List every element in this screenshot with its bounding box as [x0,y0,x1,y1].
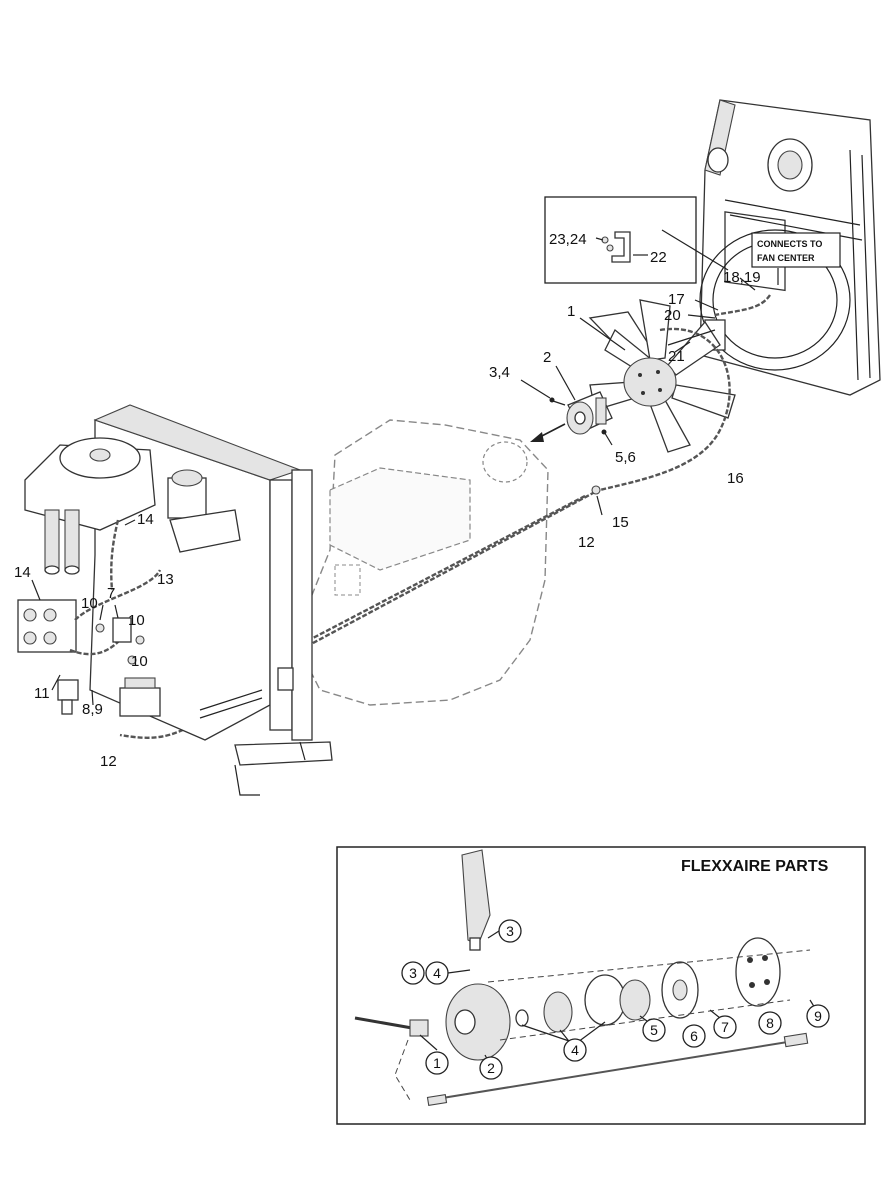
leader-lines [31,277,756,706]
callout-16: 16 [727,470,744,487]
callout-14-lower: 14 [14,564,31,581]
direction-arrow [530,423,566,442]
circled-8: 8 [766,1015,774,1031]
circled-label-7: 7 [713,1015,737,1039]
panel-title: FLEXXAIRE PARTS [681,858,829,875]
callout-8-9: 8,9 [82,701,103,718]
fan [588,299,736,453]
engine [304,419,549,706]
callout-23-24: 23,24 [549,231,587,248]
circled-label-1: 1 [425,1051,449,1075]
breather [167,469,241,553]
relief-valve [95,617,145,665]
callout-5-6: 5,6 [615,449,636,466]
circled-label-3-upper: 3 [498,919,522,943]
circled-label-4: 4 [563,1038,587,1062]
callout-7: 7 [107,585,115,602]
circled-3-upper: 3 [506,923,514,939]
circled-4-left: 4 [433,965,441,981]
circled-4: 4 [571,1042,579,1058]
callout-10-lower: 10 [131,653,148,670]
control-valve [17,599,79,715]
flexxaire-panel: FLEXXAIRE PARTS [336,846,866,1125]
circled-9: 9 [814,1008,822,1024]
note-line-2: FAN CENTER [757,253,815,263]
callout-13: 13 [157,571,174,588]
callout-18-19: 18,19 [723,269,761,286]
fan-hub [566,391,613,435]
callout-labels: 1 2 3,4 5,6 16 15 12 12 23,24 22 18,19 1… [14,231,761,770]
circled-label-6: 6 [682,1024,706,1048]
callout-21: 21 [668,348,685,365]
note-box: CONNECTS TO FAN CENTER [751,232,841,268]
circled-label-9: 9 [806,1004,830,1028]
circled-1: 1 [433,1055,441,1071]
circled-label-4-left: 4 [425,961,449,985]
callout-22: 22 [650,249,667,266]
callout-15: 15 [612,514,629,531]
circled-6: 6 [690,1028,698,1044]
callout-10-left: 10 [81,595,98,612]
circled-label-8: 8 [758,1011,782,1035]
callout-20: 20 [664,307,681,324]
circled-2: 2 [487,1060,495,1076]
note-line-1: CONNECTS TO [757,239,822,249]
callout-11: 11 [34,685,50,702]
callout-1: 1 [567,303,575,320]
callout-3-4: 3,4 [489,364,510,381]
circled-7: 7 [721,1019,729,1035]
circled-label-5: 5 [642,1018,666,1042]
pump-block [119,677,161,717]
callout-12-upper: 12 [578,534,595,551]
circled-label-3-left: 3 [401,961,425,985]
circled-label-2: 2 [479,1056,503,1080]
filter-assembly [24,437,156,575]
callout-12-lower: 12 [100,753,117,770]
circled-5: 5 [650,1022,658,1038]
callout-17: 17 [668,291,685,308]
callout-10-right: 10 [128,612,145,629]
bracket-inset [544,196,697,284]
callout-2: 2 [543,349,551,366]
callout-14-upper: 14 [137,511,154,528]
circled-3-left: 3 [409,965,417,981]
